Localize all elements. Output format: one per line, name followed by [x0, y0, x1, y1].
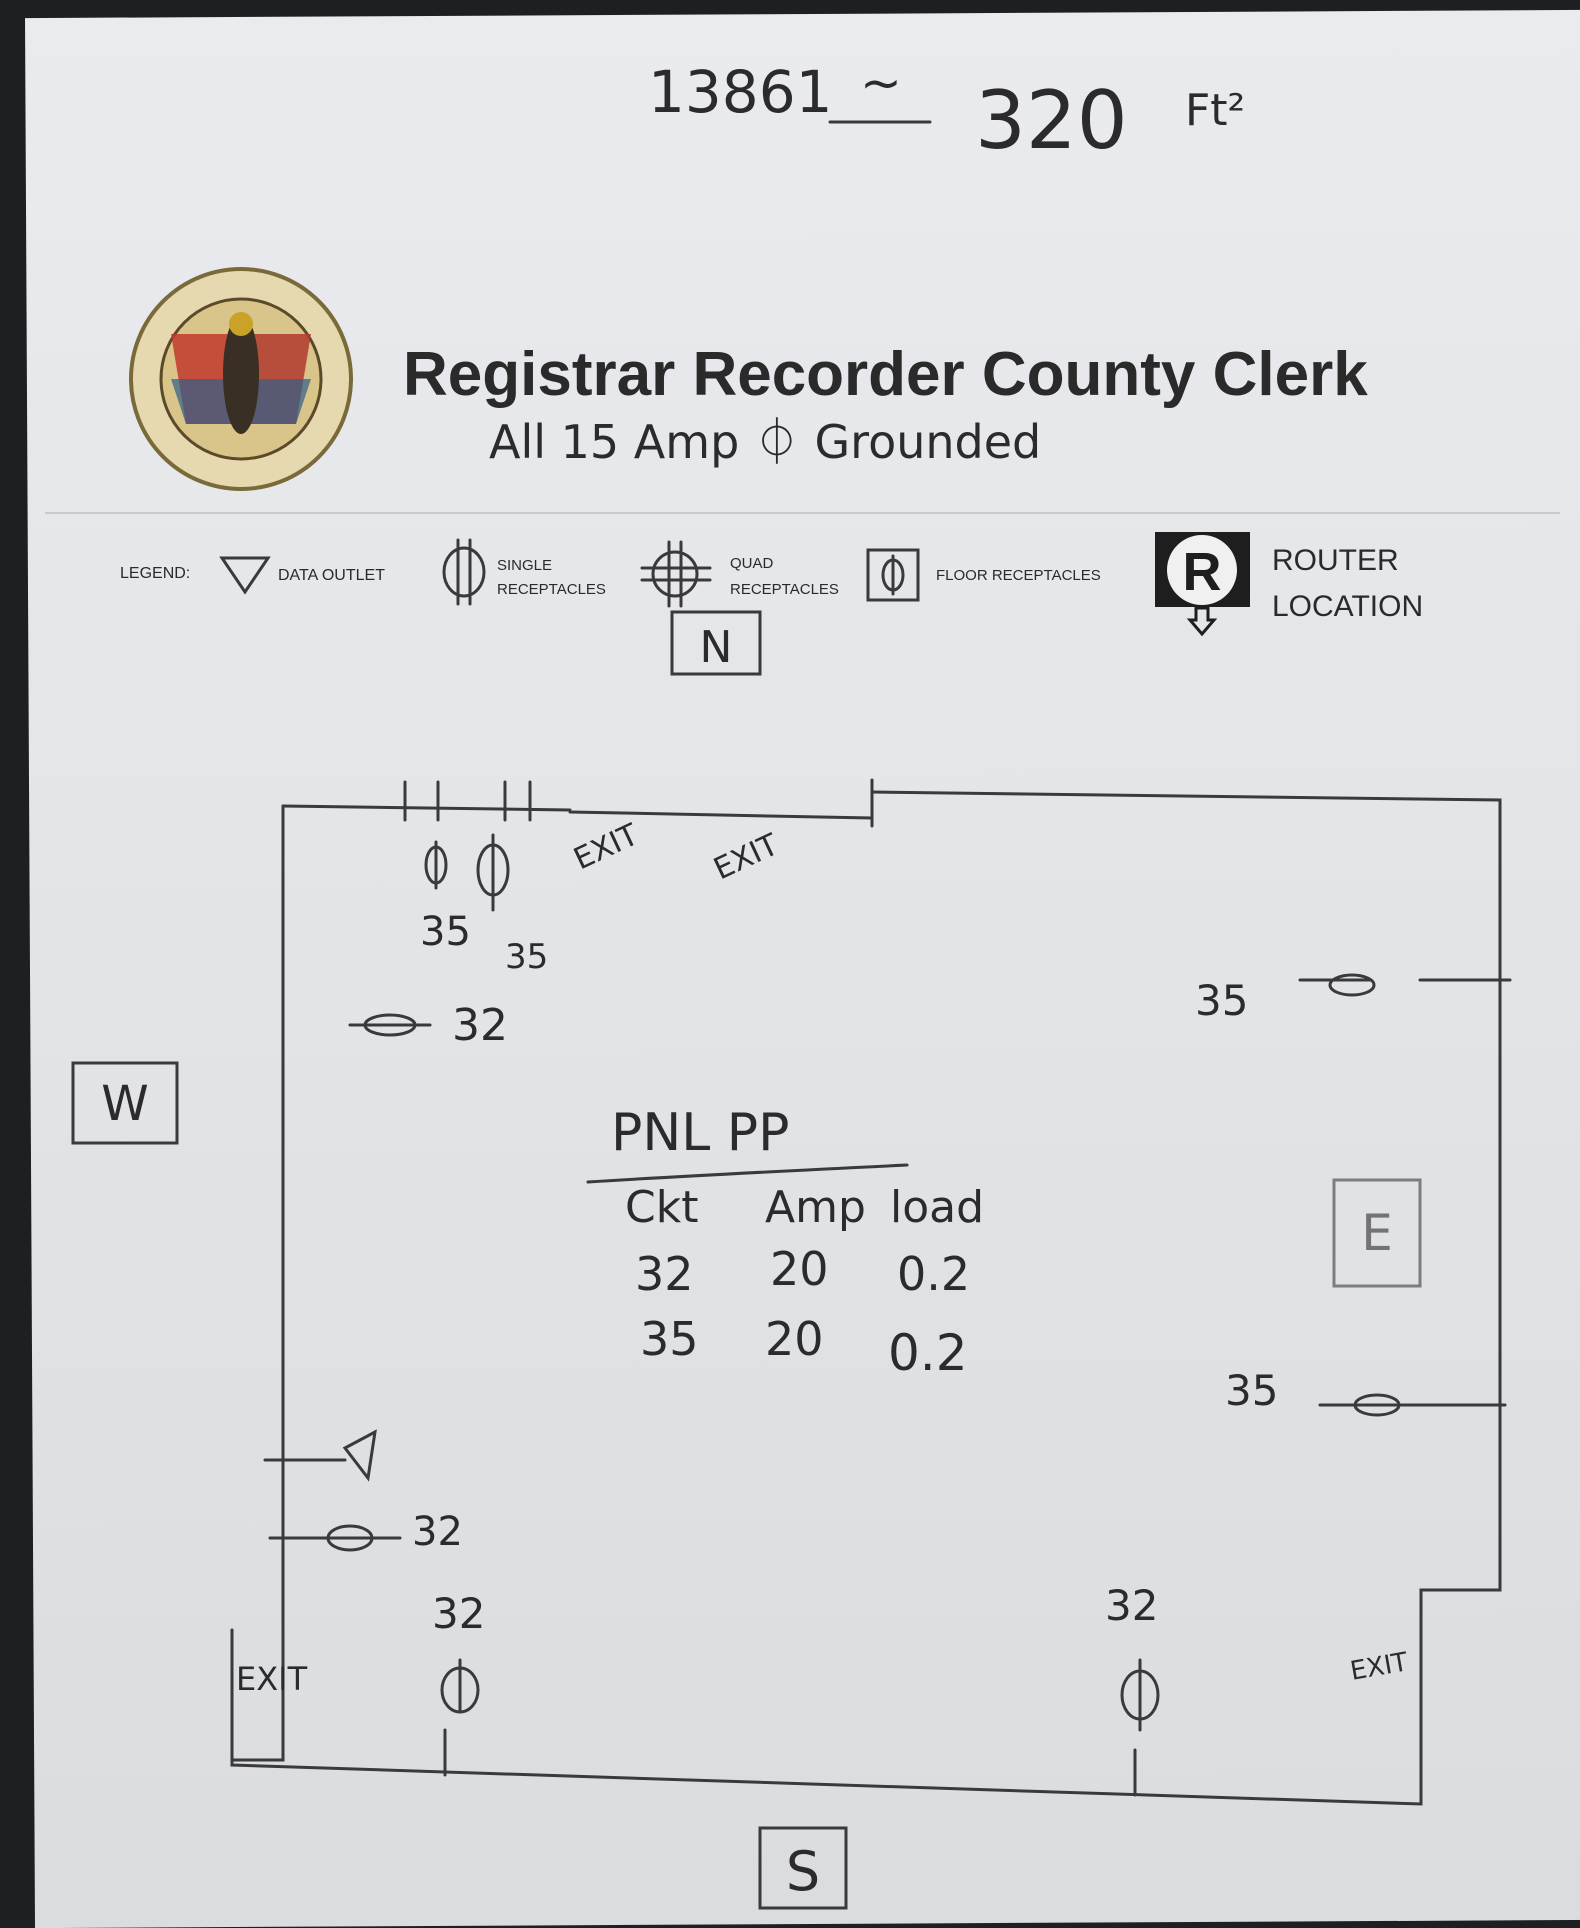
quad-receptacle-icon	[640, 540, 712, 608]
page-title: Registrar Recorder County Clerk	[403, 340, 1368, 409]
compass-east: E	[1332, 1178, 1422, 1288]
circuit-label: 35	[420, 909, 471, 955]
compass-west: W	[71, 1061, 179, 1145]
circuit-label: 32	[452, 1000, 508, 1051]
panel-cell: 20	[770, 1242, 829, 1296]
single-receptacle-icon	[1120, 1658, 1160, 1797]
legend-data-outlet: DATA OUTLET	[278, 567, 385, 584]
panel-cell: 35	[640, 1312, 699, 1366]
legend-quad-2: RECEPTACLES	[730, 581, 839, 598]
svg-text:E: E	[1361, 1204, 1393, 1262]
circuit-label: 35	[1225, 1366, 1278, 1415]
panel-header-load: load	[890, 1182, 984, 1233]
single-receptacle-icon	[268, 1524, 402, 1552]
county-seal-logo	[129, 267, 353, 491]
legend-single-1: SINGLE	[497, 557, 552, 574]
panel-cell: 20	[765, 1312, 824, 1366]
triangle-data-outlet-icon	[219, 556, 271, 595]
circuit-label: 32	[432, 1589, 485, 1638]
circuit-label: 35	[505, 937, 548, 977]
single-receptacle-icon	[1318, 1393, 1507, 1417]
circuit-label: 35	[1195, 976, 1248, 1025]
approx-sign: ~	[860, 54, 902, 112]
legend-label: LEGEND:	[120, 565, 190, 582]
panel-cell: 0.2	[897, 1247, 970, 1301]
exit-label: EXIT	[569, 817, 645, 877]
panel-title: PNL PP	[611, 1103, 789, 1163]
router-icon: R	[1155, 532, 1250, 637]
compass-north: N	[670, 610, 762, 676]
panel-cell: 0.2	[888, 1324, 968, 1382]
floor-plan-walls	[230, 778, 1502, 1806]
handwritten-subtitle: All 15 Amp ⏀ Grounded	[489, 415, 1041, 469]
svg-text:N: N	[700, 622, 733, 673]
exit-label: EXIT	[709, 827, 785, 887]
panel-schedule: PNL PP Ckt Amp load 32 20 0.2 35 20 0.2	[586, 1103, 984, 1382]
single-receptacle-icon	[424, 840, 448, 890]
legend-router-2: LOCATION	[1272, 590, 1423, 623]
job-number: 13861	[648, 58, 833, 126]
single-receptacle-icon	[1298, 973, 1512, 997]
legend-single-2: RECEPTACLES	[497, 581, 606, 598]
data-outlet-icon	[263, 1429, 377, 1482]
svg-text:R: R	[1183, 542, 1222, 602]
single-receptacle-icon	[476, 833, 510, 912]
legend-floor: FLOOR RECEPTACLES	[936, 567, 1101, 584]
header-note: 13861 ~ 320 Ft²	[648, 54, 1245, 167]
svg-text:S: S	[786, 1840, 820, 1903]
compass-south: S	[758, 1826, 848, 1910]
floor-receptacle-icon	[866, 548, 920, 602]
single-receptacle-icon	[442, 538, 486, 606]
area-unit: Ft²	[1185, 85, 1245, 136]
receptacles: 35 35 32 35 35 32 32 32	[263, 833, 1512, 1797]
legend-router-1: ROUTER	[1272, 544, 1399, 577]
single-receptacle-icon	[348, 1013, 432, 1037]
circuit-label: 32	[1105, 1581, 1158, 1630]
circuit-label: 32	[412, 1509, 463, 1555]
exit-label: EXIT	[1348, 1647, 1410, 1687]
legend-quad-1: QUAD	[730, 555, 774, 572]
single-receptacle-icon	[440, 1658, 480, 1777]
svg-text:W: W	[101, 1076, 148, 1132]
panel-header-ckt: Ckt	[625, 1182, 698, 1233]
panel-cell: 32	[635, 1247, 694, 1301]
panel-header-amp: Amp	[765, 1182, 866, 1233]
legend: LEGEND: DATA OUTLET SINGLE RECEPTACLES Q…	[120, 532, 1423, 637]
exit-label: EXIT	[236, 1660, 308, 1698]
area-value: 320	[975, 74, 1128, 167]
